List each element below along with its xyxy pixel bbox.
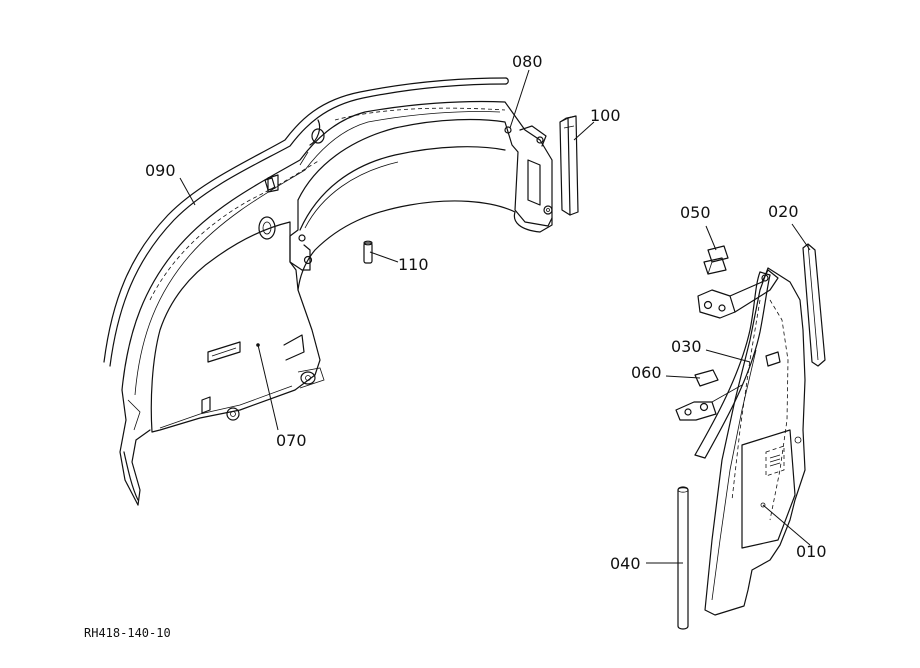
label-050: 050 xyxy=(680,203,711,222)
label-020: 020 xyxy=(768,202,799,221)
part-100-seal-strip xyxy=(559,115,579,216)
lower-bracket xyxy=(675,384,743,421)
left-fender-assembly xyxy=(103,77,579,506)
part-070-inner-panel xyxy=(150,221,325,433)
part-060-clip xyxy=(694,369,719,387)
fender-shell xyxy=(119,100,553,506)
leader-lines xyxy=(179,69,811,564)
part-020-trim xyxy=(802,243,826,367)
label-110: 110 xyxy=(398,255,429,274)
right-fender-assembly xyxy=(675,243,826,630)
part-090-trim-strip xyxy=(103,77,509,367)
part-050-clip xyxy=(703,245,729,275)
fastener xyxy=(765,351,781,367)
part-010-side-panel xyxy=(704,267,806,616)
label-080: 080 xyxy=(512,52,543,71)
upper-bracket xyxy=(697,269,779,319)
label-070: 070 xyxy=(276,431,307,450)
label-100: 100 xyxy=(590,106,621,125)
label-090: 090 xyxy=(145,161,176,180)
label-040: 040 xyxy=(610,554,641,573)
label-060: 060 xyxy=(631,363,662,382)
drawing-reference: RH418-140-10 xyxy=(84,626,171,640)
part-labels: 080 100 090 110 070 050 020 030 060 040 … xyxy=(84,52,827,640)
part-080-arch-bracket xyxy=(267,118,553,271)
part-040-rod xyxy=(677,486,689,630)
label-030: 030 xyxy=(671,337,702,356)
part-030-curved-seal xyxy=(694,271,771,459)
label-010: 010 xyxy=(796,542,827,561)
